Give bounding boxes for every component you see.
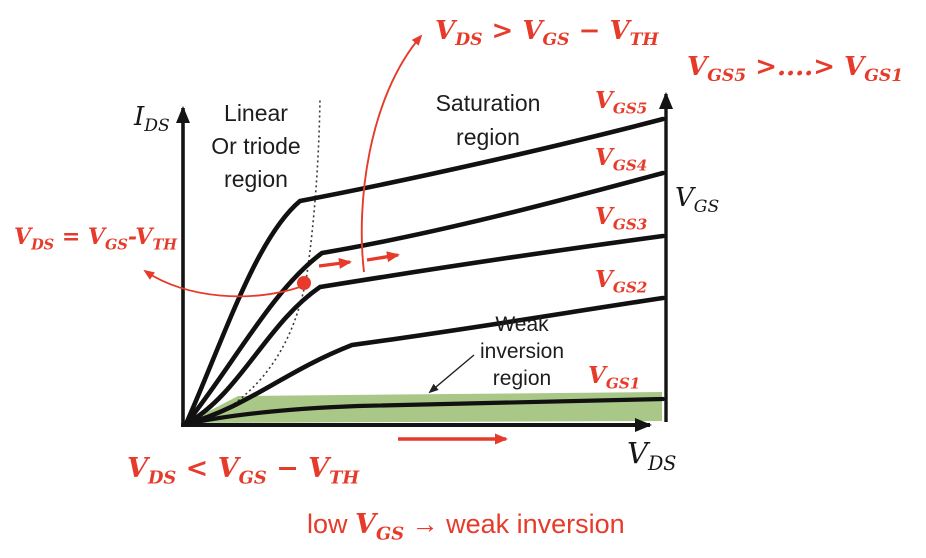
gate-voltage-ordering-annotation: VGS5 >....> VGS1 — [687, 52, 904, 87]
pinchoff-point-dot — [297, 276, 311, 290]
linear-region-line: Or triode — [211, 133, 301, 159]
saturation-region-line: Saturation — [435, 90, 541, 116]
weak-note-math: VGS — [355, 509, 405, 545]
saturation-region-line: region — [456, 124, 520, 150]
x-axis-label: VDS — [627, 436, 677, 475]
curve-vgs4 — [183, 170, 666, 427]
weak-inversion-line: region — [492, 367, 552, 390]
curve-label-vgs1: VGS1 — [588, 362, 641, 393]
curve-label-vgs2: VGS2 — [595, 266, 648, 297]
triode-condition-annotation: VDS < VGS − VTH — [127, 453, 360, 489]
direction-arrow-2 — [366, 251, 400, 263]
weak-inversion-note: low VGS → weak inversion — [307, 509, 625, 545]
weak-inversion-pointer-arrow — [428, 354, 475, 394]
curve-vgs5 — [183, 116, 666, 427]
curve-vgs2 — [183, 295, 666, 427]
saturation-condition-annotation: VDS > VGS − VTH — [435, 16, 659, 51]
direction-arrow-1 — [318, 257, 352, 269]
saturation-condition-leader-curve — [360, 34, 423, 273]
curve-label-vgs5: VGS5 — [595, 87, 648, 118]
linear-region-label: Linear Or triode region — [196, 97, 316, 196]
weak-note-prefix: low — [307, 509, 348, 539]
linear-region-line: region — [224, 166, 288, 192]
saturation-region-label: Saturation region — [413, 86, 563, 154]
boundary-condition-annotation: VDS = VGS-VTH — [14, 224, 178, 254]
weak-inversion-line: Weak — [495, 313, 549, 336]
weak-inversion-band — [186, 392, 662, 423]
boundary-condition-leader-curve — [143, 269, 301, 298]
curve-vgs1 — [183, 396, 666, 427]
curve-label-vgs3: VGS3 — [595, 203, 648, 234]
weak-inversion-region-label: Weak inversion region — [452, 311, 592, 392]
curve-vgs3 — [183, 233, 666, 427]
curve-label-vgs4: VGS4 — [595, 144, 648, 175]
vgs-axis-label: VGS — [675, 183, 720, 218]
linear-region-line: Linear — [224, 100, 288, 126]
y-axis-label: IDS — [134, 102, 170, 137]
weak-note-suffix: → weak inversion — [411, 509, 625, 539]
weak-inversion-line: inversion — [479, 340, 565, 363]
